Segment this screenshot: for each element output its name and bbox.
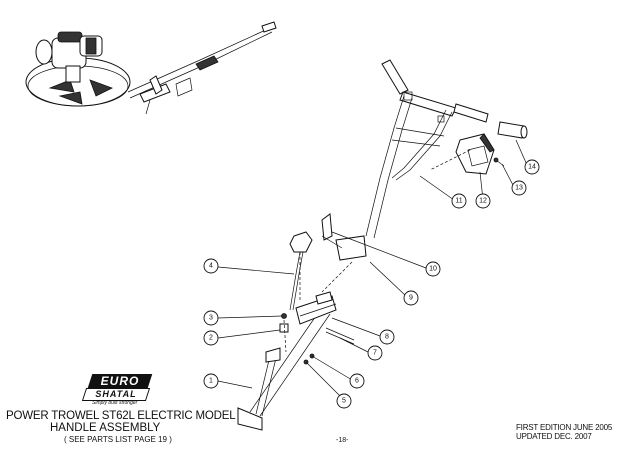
callout-label: 5 [342,398,346,405]
callout-label: 7 [373,350,377,357]
edition-info: FIRST EDITION JUNE 2005 UPDATED DEC. 200… [516,423,612,441]
callout-label: 3 [209,315,213,322]
callout-11: 11 [451,193,467,209]
euro-shatal-logo: EURO SHATAL Simply built stronger [81,374,154,408]
callout-12: 12 [475,193,491,209]
callout-label: 13 [515,185,523,192]
callout-14: 14 [524,159,540,175]
updated-line: UPDATED DEC. 2007 [516,432,592,441]
callout-8: 8 [379,329,395,345]
document-title: POWER TROWEL ST62L ELECTRIC MODEL [6,410,236,422]
callout-label: 11 [455,198,462,205]
lower-shaft-part-1 [237,291,337,431]
assembly-lines [283,149,471,353]
callout-6: 6 [349,373,365,389]
callout-label: 1 [209,378,213,385]
page-number: -18- [336,437,349,444]
callout-label: 14 [528,164,536,171]
logo-line1: EURO [100,374,140,388]
callout-2: 2 [203,330,219,346]
logo-tagline: Simply built stronger [92,400,138,406]
callout-label: 12 [479,198,487,205]
callout-label: 6 [355,378,359,385]
document-subtitle: HANDLE ASSEMBLY [50,422,161,434]
hardware-parts-2-3 [279,313,289,333]
handle-frame-part-11 [335,59,489,261]
callout-label: 8 [385,334,389,341]
callout-3: 3 [203,310,219,326]
callout-13: 13 [511,180,527,196]
callout-label: 2 [209,335,213,342]
callout-label: 10 [429,266,437,273]
parts-list-reference: ( SEE PARTS LIST PAGE 19 ) [64,435,172,444]
trowel-thumbnail [25,21,277,115]
throttle-part-12 [455,133,495,175]
leader-lines [217,139,528,397]
pitch-control-part-4 [289,231,313,311]
callout-label: 4 [209,263,213,270]
callout-label: 9 [409,295,413,302]
hardware-parts-5-6-7 [303,327,355,365]
grip-part-14 [497,121,528,139]
logo-line2: SHATAL [95,389,137,399]
callout-9: 9 [403,290,419,306]
callout-10: 10 [425,261,441,277]
callout-5: 5 [336,393,352,409]
bracket-part-10 [321,213,343,249]
callout-1: 1 [203,373,219,389]
callout-4: 4 [203,258,219,274]
edition-line: FIRST EDITION JUNE 2005 [516,423,613,432]
callout-7: 7 [367,345,383,361]
